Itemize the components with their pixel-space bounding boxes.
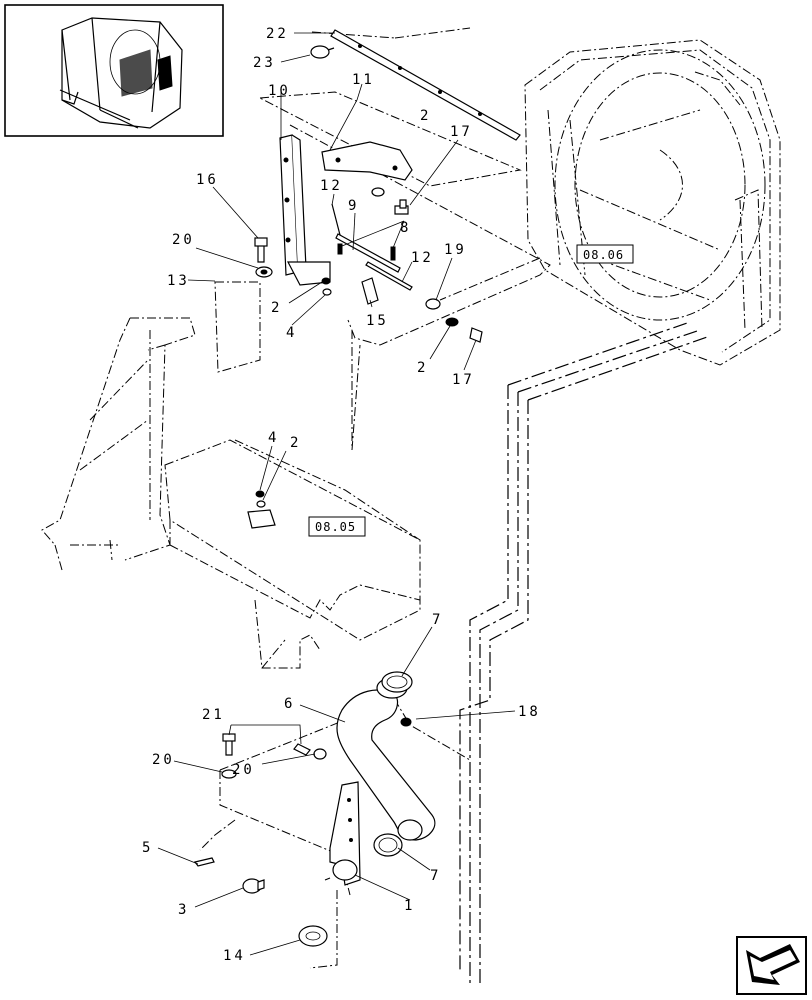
- reference-0806-label: 08.06: [583, 248, 624, 262]
- callout-22: 22: [266, 26, 289, 42]
- callout-17-top: 17: [450, 124, 473, 140]
- callout-8: 8: [400, 220, 411, 236]
- fan-shroud: [524, 39, 781, 366]
- callout-7-upper: 7: [432, 612, 443, 628]
- callout-12-upper: 12: [320, 178, 343, 194]
- callout-2-right: 2: [417, 360, 428, 376]
- callout-18: 18: [518, 704, 541, 720]
- callout-14: 14: [223, 948, 246, 964]
- callout-16: 16: [196, 172, 219, 188]
- callout-20-left: 20: [152, 752, 175, 768]
- callout-5: 5: [142, 840, 153, 856]
- upper-bracket-assembly: [247, 134, 483, 529]
- callout-23: 23: [253, 55, 276, 71]
- reference-0805[interactable]: 08.05: [308, 516, 366, 537]
- callout-2-mid: 2: [271, 300, 282, 316]
- callout-21: 21: [202, 707, 225, 723]
- callout-20-upper: 20: [172, 232, 195, 248]
- leader-lines: [157, 32, 516, 956]
- callout-2-top: 2: [420, 108, 431, 124]
- callout-11: 11: [352, 72, 375, 88]
- support-frame: [41, 317, 421, 669]
- lower-hose-assembly: [193, 671, 436, 947]
- next-page-arrow-icon[interactable]: [736, 936, 807, 995]
- callout-17-lower: 17: [452, 372, 475, 388]
- part-22-rail: [310, 29, 521, 141]
- guide-lines: [199, 27, 711, 985]
- callout-9: 9: [348, 198, 359, 214]
- reference-0805-label: 08.05: [315, 520, 356, 534]
- callout-4-upper: 4: [286, 325, 297, 341]
- callout-labels: 22 23 10 11 2 17 16 12 9 8 20 13 12 19 2…: [142, 26, 541, 964]
- callout-12-lower: 12: [411, 250, 434, 266]
- callout-3: 3: [178, 902, 189, 918]
- callout-1: 1: [404, 898, 415, 914]
- callout-10: 10: [268, 83, 291, 99]
- reference-0806[interactable]: 08.06: [576, 244, 634, 264]
- callout-13: 13: [167, 273, 190, 289]
- callout-4-lower: 4: [268, 430, 279, 446]
- inset-thumbnail: [4, 4, 224, 137]
- callout-6: 6: [284, 696, 295, 712]
- callout-2-lower: 2: [290, 435, 301, 451]
- callout-20-right: 20: [232, 762, 255, 778]
- callout-15: 15: [366, 313, 389, 329]
- callout-19: 19: [444, 242, 467, 258]
- callout-7-lower: 7: [430, 868, 441, 884]
